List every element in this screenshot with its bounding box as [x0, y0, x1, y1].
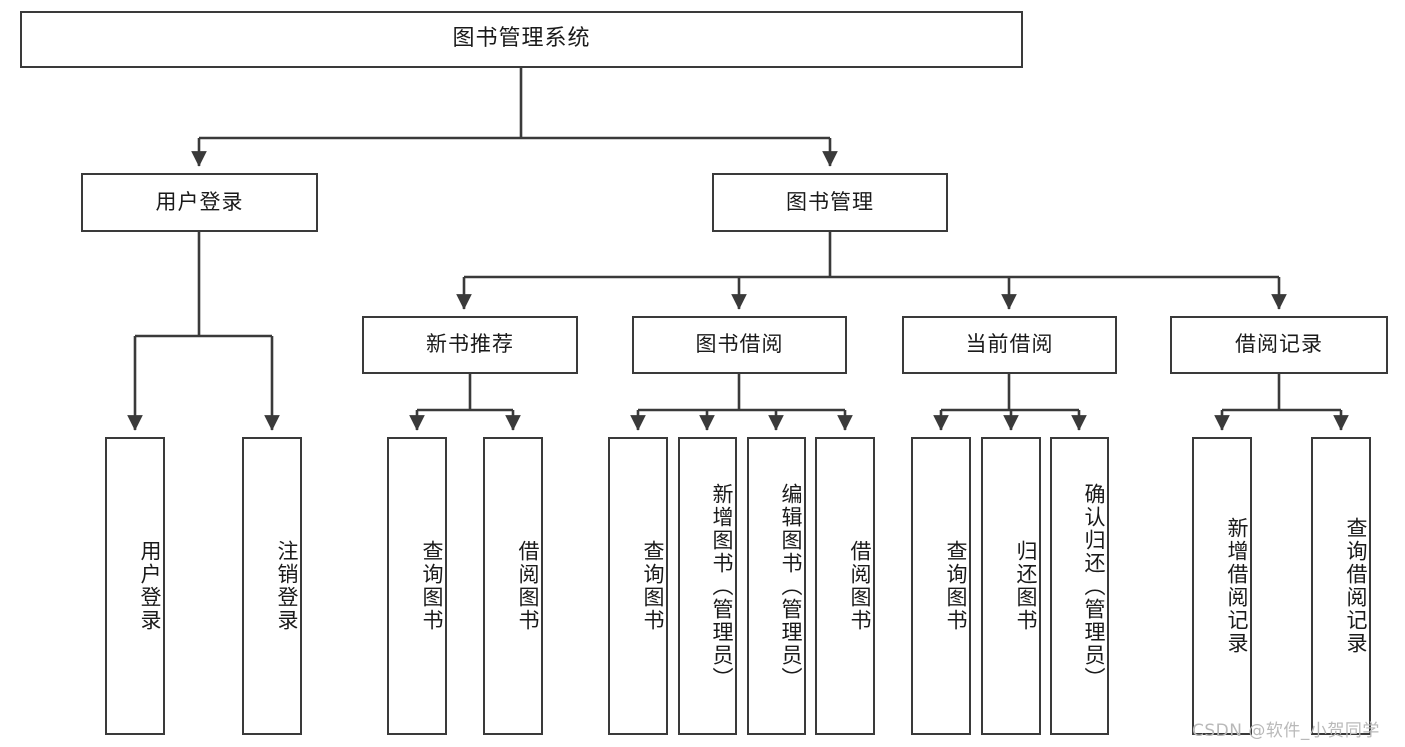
node-root-label: 图书管理系统 [452, 26, 591, 52]
node-leaf-borrow-book-1-label: 借阅图书 [516, 540, 540, 632]
node-book-borrow[interactable]: 图书借阅 [632, 316, 847, 374]
watermark: CSDN @软件_小贺同学 [1192, 721, 1380, 741]
node-user-login-label: 用户登录 [155, 189, 244, 214]
node-leaf-query-record[interactable]: 查询借阅记录 [1311, 437, 1371, 735]
node-leaf-query-book-2[interactable]: 查询图书 [608, 437, 668, 735]
node-leaf-logout-label: 注销登录 [275, 540, 299, 632]
node-new-book-rec-label: 新书推荐 [426, 332, 514, 357]
node-leaf-query-book-1[interactable]: 查询图书 [387, 437, 447, 735]
node-current-borrow[interactable]: 当前借阅 [902, 316, 1117, 374]
node-user-login[interactable]: 用户登录 [81, 173, 318, 232]
node-leaf-borrow-book-1[interactable]: 借阅图书 [483, 437, 543, 735]
node-leaf-borrow-book-2-label: 借阅图书 [848, 540, 872, 632]
node-leaf-query-book-2-label: 查询图书 [641, 540, 665, 632]
node-leaf-add-book-label: 新增图书（管理员） [710, 482, 734, 690]
node-book-manage[interactable]: 图书管理 [712, 173, 948, 232]
node-borrow-record-label: 借阅记录 [1235, 332, 1323, 357]
node-current-borrow-label: 当前借阅 [965, 332, 1054, 357]
node-leaf-add-book[interactable]: 新增图书（管理员） [678, 437, 737, 735]
node-leaf-return-book-label: 归还图书 [1014, 540, 1038, 632]
node-leaf-logout[interactable]: 注销登录 [242, 437, 302, 735]
node-leaf-add-record[interactable]: 新增借阅记录 [1192, 437, 1252, 735]
node-book-manage-label: 图书管理 [786, 189, 874, 214]
node-leaf-borrow-book-2[interactable]: 借阅图书 [815, 437, 875, 735]
node-leaf-user-login[interactable]: 用户登录 [105, 437, 165, 735]
node-leaf-user-login-label: 用户登录 [138, 540, 162, 632]
node-leaf-query-book-1-label: 查询图书 [420, 540, 444, 632]
node-book-borrow-label: 图书借阅 [695, 332, 784, 357]
node-new-book-rec[interactable]: 新书推荐 [362, 316, 578, 374]
node-leaf-edit-book[interactable]: 编辑图书（管理员） [747, 437, 806, 735]
node-leaf-query-record-label: 查询借阅记录 [1344, 517, 1368, 655]
node-borrow-record[interactable]: 借阅记录 [1170, 316, 1388, 374]
node-leaf-edit-book-label: 编辑图书（管理员） [779, 482, 803, 690]
node-leaf-query-book-3[interactable]: 查询图书 [911, 437, 971, 735]
node-leaf-confirm-return-label: 确认归还（管理员） [1082, 482, 1106, 690]
node-leaf-add-record-label: 新增借阅记录 [1225, 517, 1249, 655]
node-leaf-confirm-return[interactable]: 确认归还（管理员） [1050, 437, 1109, 735]
node-leaf-query-book-3-label: 查询图书 [944, 540, 968, 632]
node-leaf-return-book[interactable]: 归还图书 [981, 437, 1041, 735]
node-root[interactable]: 图书管理系统 [20, 11, 1023, 68]
